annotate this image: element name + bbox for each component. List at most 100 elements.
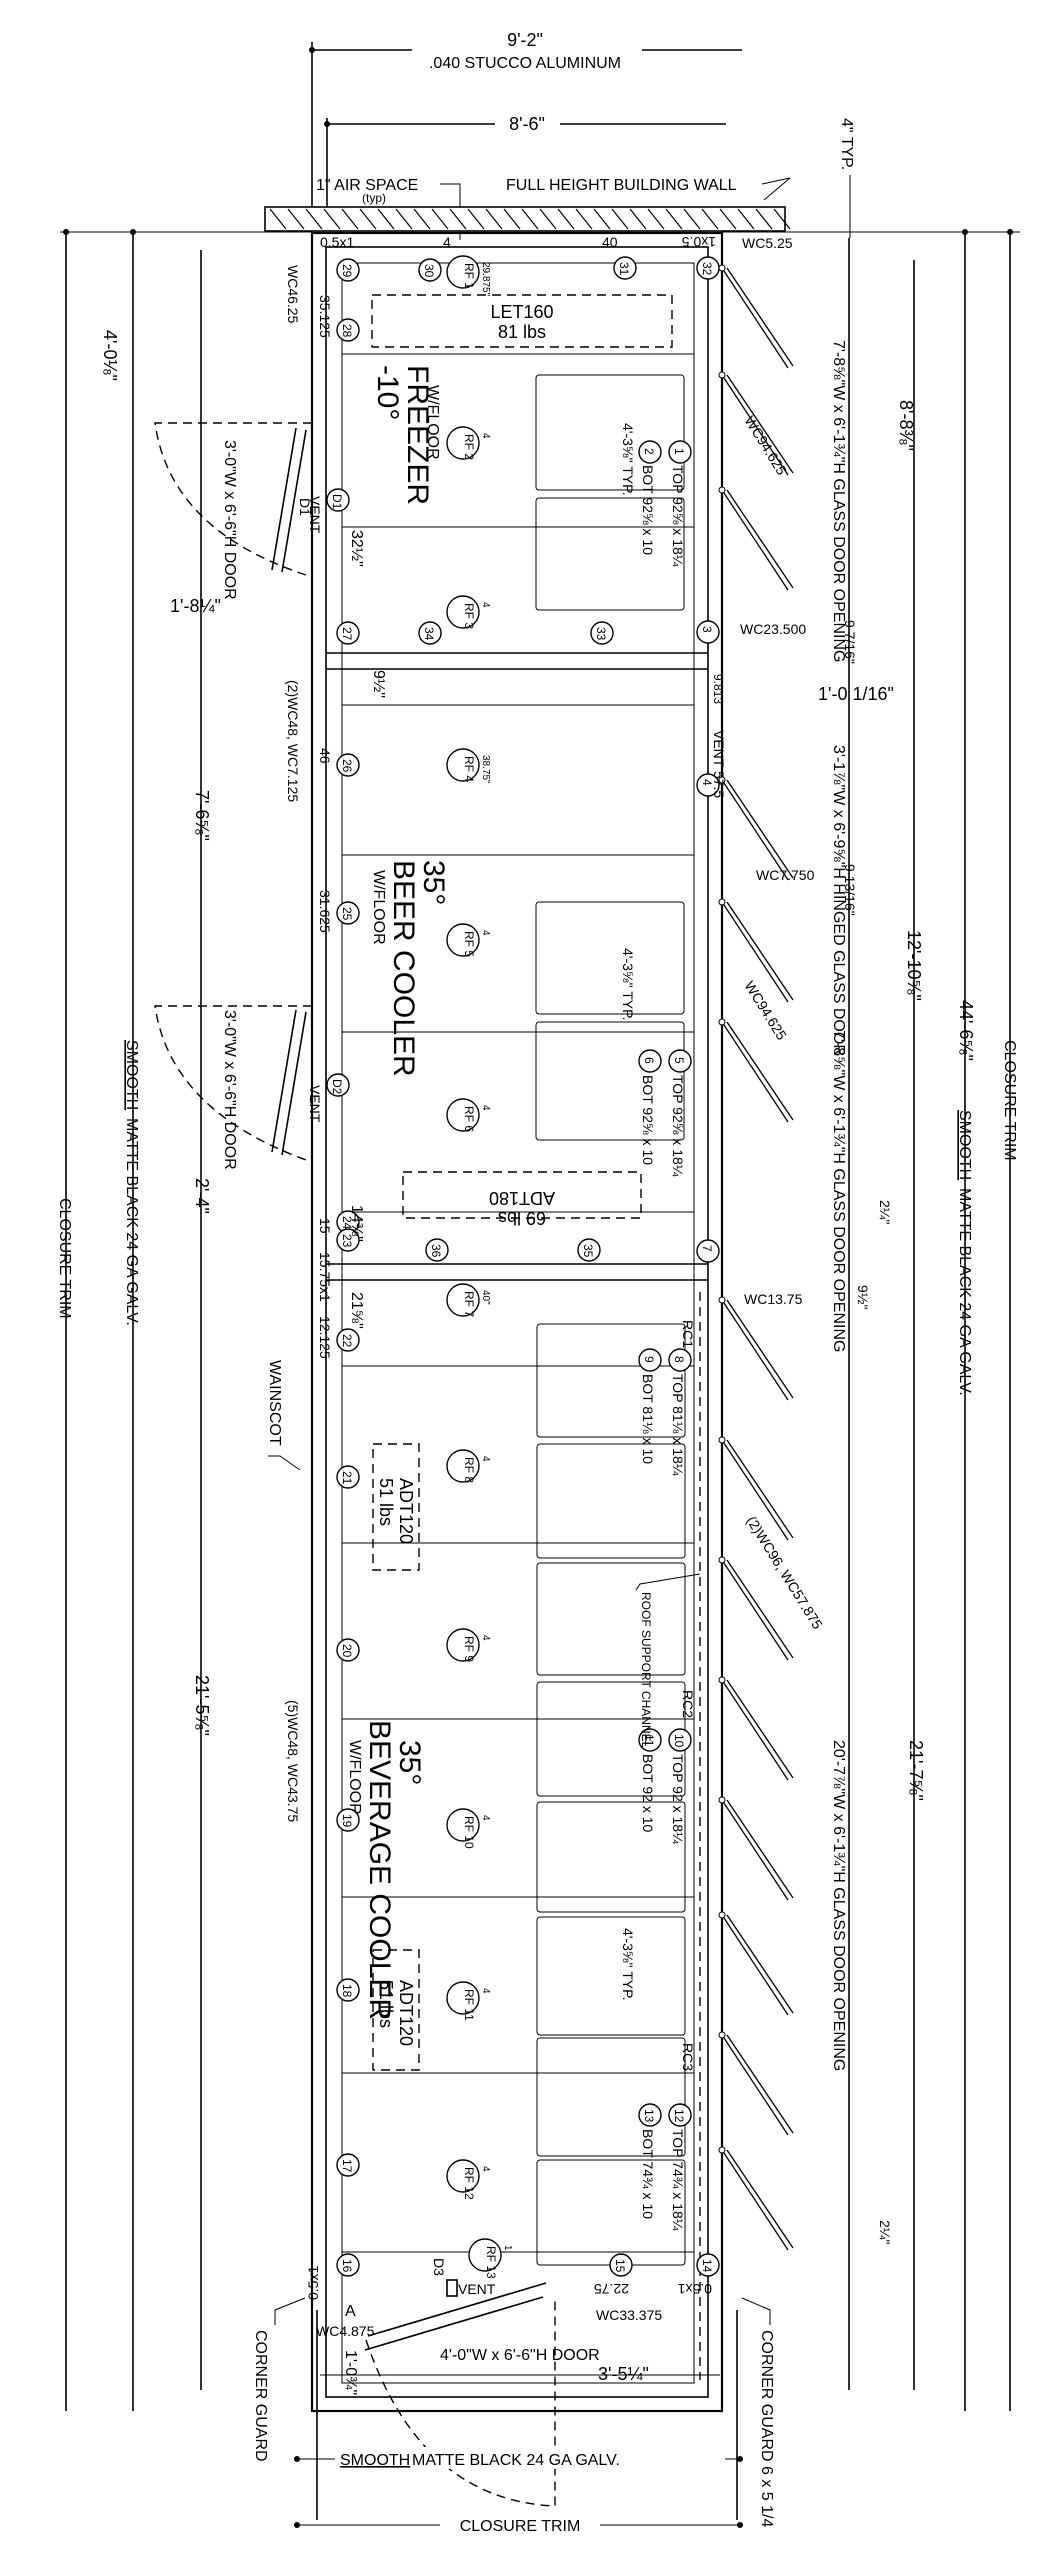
svg-text:7: 7 bbox=[700, 1245, 714, 1252]
room-name: BEER COOLER bbox=[387, 860, 420, 1077]
svg-text:28: 28 bbox=[340, 324, 354, 338]
glass-door-swing bbox=[718, 371, 794, 476]
panel-number: 25 bbox=[336, 901, 360, 925]
svg-text:1: 1 bbox=[672, 448, 686, 455]
wainscot-label: WAINSCOT bbox=[266, 1360, 283, 1446]
svg-text:TOP 74¾ x 18¼: TOP 74¾ x 18¼ bbox=[670, 2129, 686, 2231]
panel-number: 31 bbox=[613, 256, 637, 280]
building-wall bbox=[264, 206, 791, 232]
equipment-model: ADT120 bbox=[396, 1980, 416, 2046]
roof-fan: RF 2 4 bbox=[446, 426, 491, 460]
panel-number: 4 bbox=[696, 773, 720, 797]
door-1: D1 VENT bbox=[154, 422, 323, 576]
svg-text:13: 13 bbox=[642, 2109, 656, 2123]
wc-label: WC33.375 bbox=[596, 2307, 662, 2323]
dim-label: 14⅜" bbox=[348, 1205, 365, 1242]
svg-text:TOP 92 x 18¼: TOP 92 x 18¼ bbox=[670, 1754, 686, 1844]
hinged-glass-door: 3'-1⅞"W x 6'-9⅝"H HINGED GLASS DOOR bbox=[830, 745, 847, 1056]
svg-text:SMOOTH: SMOOTH bbox=[123, 1040, 140, 1110]
svg-text:2: 2 bbox=[642, 448, 656, 455]
panel-number: 17 bbox=[336, 2153, 360, 2177]
room-floor-note: W/FLOOR bbox=[346, 1740, 363, 1815]
glass-door-swing bbox=[718, 2031, 794, 2136]
glass-door-swing bbox=[718, 1296, 794, 1401]
panel-number: 3 bbox=[696, 620, 720, 644]
svg-text:BOT 92⅝ x 10: BOT 92⅝ x 10 bbox=[640, 1075, 656, 1165]
roof-fan-label: RF 3 bbox=[462, 603, 476, 629]
svg-text:27: 27 bbox=[340, 627, 354, 641]
svg-text:8: 8 bbox=[672, 1356, 686, 1363]
dim-label: 1'-0 1/16" bbox=[818, 684, 894, 704]
room-name: BEVERAGE COOLER bbox=[363, 1720, 396, 2020]
equipment-weight: 51 lbs bbox=[376, 1980, 396, 2028]
panel-number: 23 bbox=[336, 1228, 360, 1252]
shelf-callout: 1 2 TOP 92⅝ x 18¼ BOT 92⅝ x 10 bbox=[638, 440, 692, 567]
equipment-model: ADT180 bbox=[489, 1188, 555, 1208]
room-freezer: -10° FREEZER W/FLOOR bbox=[371, 365, 441, 505]
wc-label: WC4.875 bbox=[316, 2323, 375, 2339]
panel-number: 26 bbox=[336, 753, 360, 777]
panel-size-label: 46 bbox=[317, 748, 333, 764]
svg-text:29: 29 bbox=[340, 264, 354, 278]
dim-label: 3'-5¼" bbox=[598, 2364, 649, 2384]
dim-label: 21'-7⅝" bbox=[906, 1740, 926, 1801]
top-dimensions: 9'-2" .040 STUCCO ALUMINUM 8'-6" 1" AIR … bbox=[309, 30, 855, 240]
panel-size-label: 22.75 bbox=[594, 2281, 629, 2297]
finish-note-right: SMOOTH MATTE BLACK 24 GA GALV. bbox=[956, 1110, 973, 1396]
svg-text:3'-0"W x 6'-6"H DOOR: 3'-0"W x 6'-6"H DOOR bbox=[221, 1010, 238, 1170]
panel-size-label: 0.5x1 bbox=[305, 2266, 321, 2300]
svg-text:MATTE BLACK 24 GA GALV.: MATTE BLACK 24 GA GALV. bbox=[123, 1118, 140, 1326]
roof-fan-note: 4 bbox=[480, 930, 491, 936]
glass-door-swing bbox=[718, 1911, 794, 2016]
roof-fan-note: 4 bbox=[480, 433, 491, 439]
svg-text:24: 24 bbox=[340, 1216, 354, 1230]
glass-door-swing bbox=[718, 1018, 794, 1123]
panel-size-label: 15.75x1 bbox=[317, 1252, 333, 1302]
svg-text:BOT 92 x 10: BOT 92 x 10 bbox=[640, 1754, 656, 1833]
room-floor-note: W/FLOOR bbox=[424, 385, 441, 460]
panel-number: 35 bbox=[577, 1238, 601, 1262]
svg-text:D2: D2 bbox=[330, 1079, 344, 1095]
glass-door-swing bbox=[718, 776, 794, 881]
svg-text:22: 22 bbox=[340, 1334, 354, 1348]
dim-label: 12'-10⅝" bbox=[904, 930, 924, 1001]
glass-opening-1: 7'-8⅝"W x 6'-1¾"H GLASS DOOR OPENING bbox=[830, 340, 847, 662]
shelf-spacing: 4'-3⅝" TYP. bbox=[620, 1928, 636, 2001]
svg-text:TOP 81⅛ x 18¼: TOP 81⅛ x 18¼ bbox=[670, 1374, 686, 1476]
glass-opening-3: 20'-7⅞"W x 6'-1¾"H GLASS DOOR OPENING bbox=[830, 1740, 847, 2071]
shelving: 4'-3⅝" TYP. 1 2 TOP 92⅝ x 18¼ BOT 92⅝ x … bbox=[535, 374, 701, 2380]
svg-text:7'-8⅝"W x 6'-1¾"H GLASS DOOR O: 7'-8⅝"W x 6'-1¾"H GLASS DOOR OPENING bbox=[830, 1030, 847, 1352]
vent-label: VENT bbox=[307, 496, 323, 534]
svg-text:BOT 92⅝ x 10: BOT 92⅝ x 10 bbox=[640, 465, 656, 555]
svg-text:30: 30 bbox=[422, 264, 436, 278]
shelf-callout: 10 11 TOP 92 x 18¼ BOT 92 x 10 bbox=[638, 1728, 692, 1844]
svg-text:17: 17 bbox=[340, 2159, 354, 2173]
equipment-model: ADT120 bbox=[396, 1478, 416, 1544]
dim-label: 9½" bbox=[370, 670, 387, 698]
dim-label: 1'-0¾" bbox=[342, 2350, 359, 2395]
roof-fan-label: RF 2 bbox=[462, 434, 476, 460]
dim-label: 2'-4" bbox=[192, 1178, 212, 1214]
door-3-size: 4'-0"W x 6'-6"H DOOR bbox=[440, 2347, 600, 2364]
box-outline bbox=[310, 231, 724, 2413]
glass-door-swing bbox=[718, 1436, 794, 1541]
equipment: LET160 81 lbs ADT180 69 lbs ADT120 51 lb… bbox=[371, 294, 673, 2071]
bottom-dimensions: 0.5x1 22.75 0.5x1 WC4.875 WC33.375 A COR… bbox=[252, 2266, 775, 2536]
room-beverage-cooler: 35° BEVERAGE COOLER W/FLOOR bbox=[346, 1720, 426, 2020]
svg-text:11: 11 bbox=[642, 1734, 656, 1747]
left-dimensions: 4'-0⅛" 3'-0"W x 6'-6"H DOOR 1'-8¼" 32½" … bbox=[56, 229, 387, 2411]
equipment-model: LET160 bbox=[490, 302, 553, 322]
panel-size-label: 0.5x1 bbox=[678, 2281, 712, 2297]
roof-fan-label: RF 10 bbox=[462, 1816, 476, 1849]
room-floor-note: W/FLOOR bbox=[370, 870, 387, 945]
glass-door-swing bbox=[718, 1676, 794, 1781]
roof-fan-label: RF 6 bbox=[462, 1106, 476, 1132]
svg-text:12: 12 bbox=[672, 2109, 686, 2123]
glass-door-swing bbox=[718, 1796, 794, 1901]
